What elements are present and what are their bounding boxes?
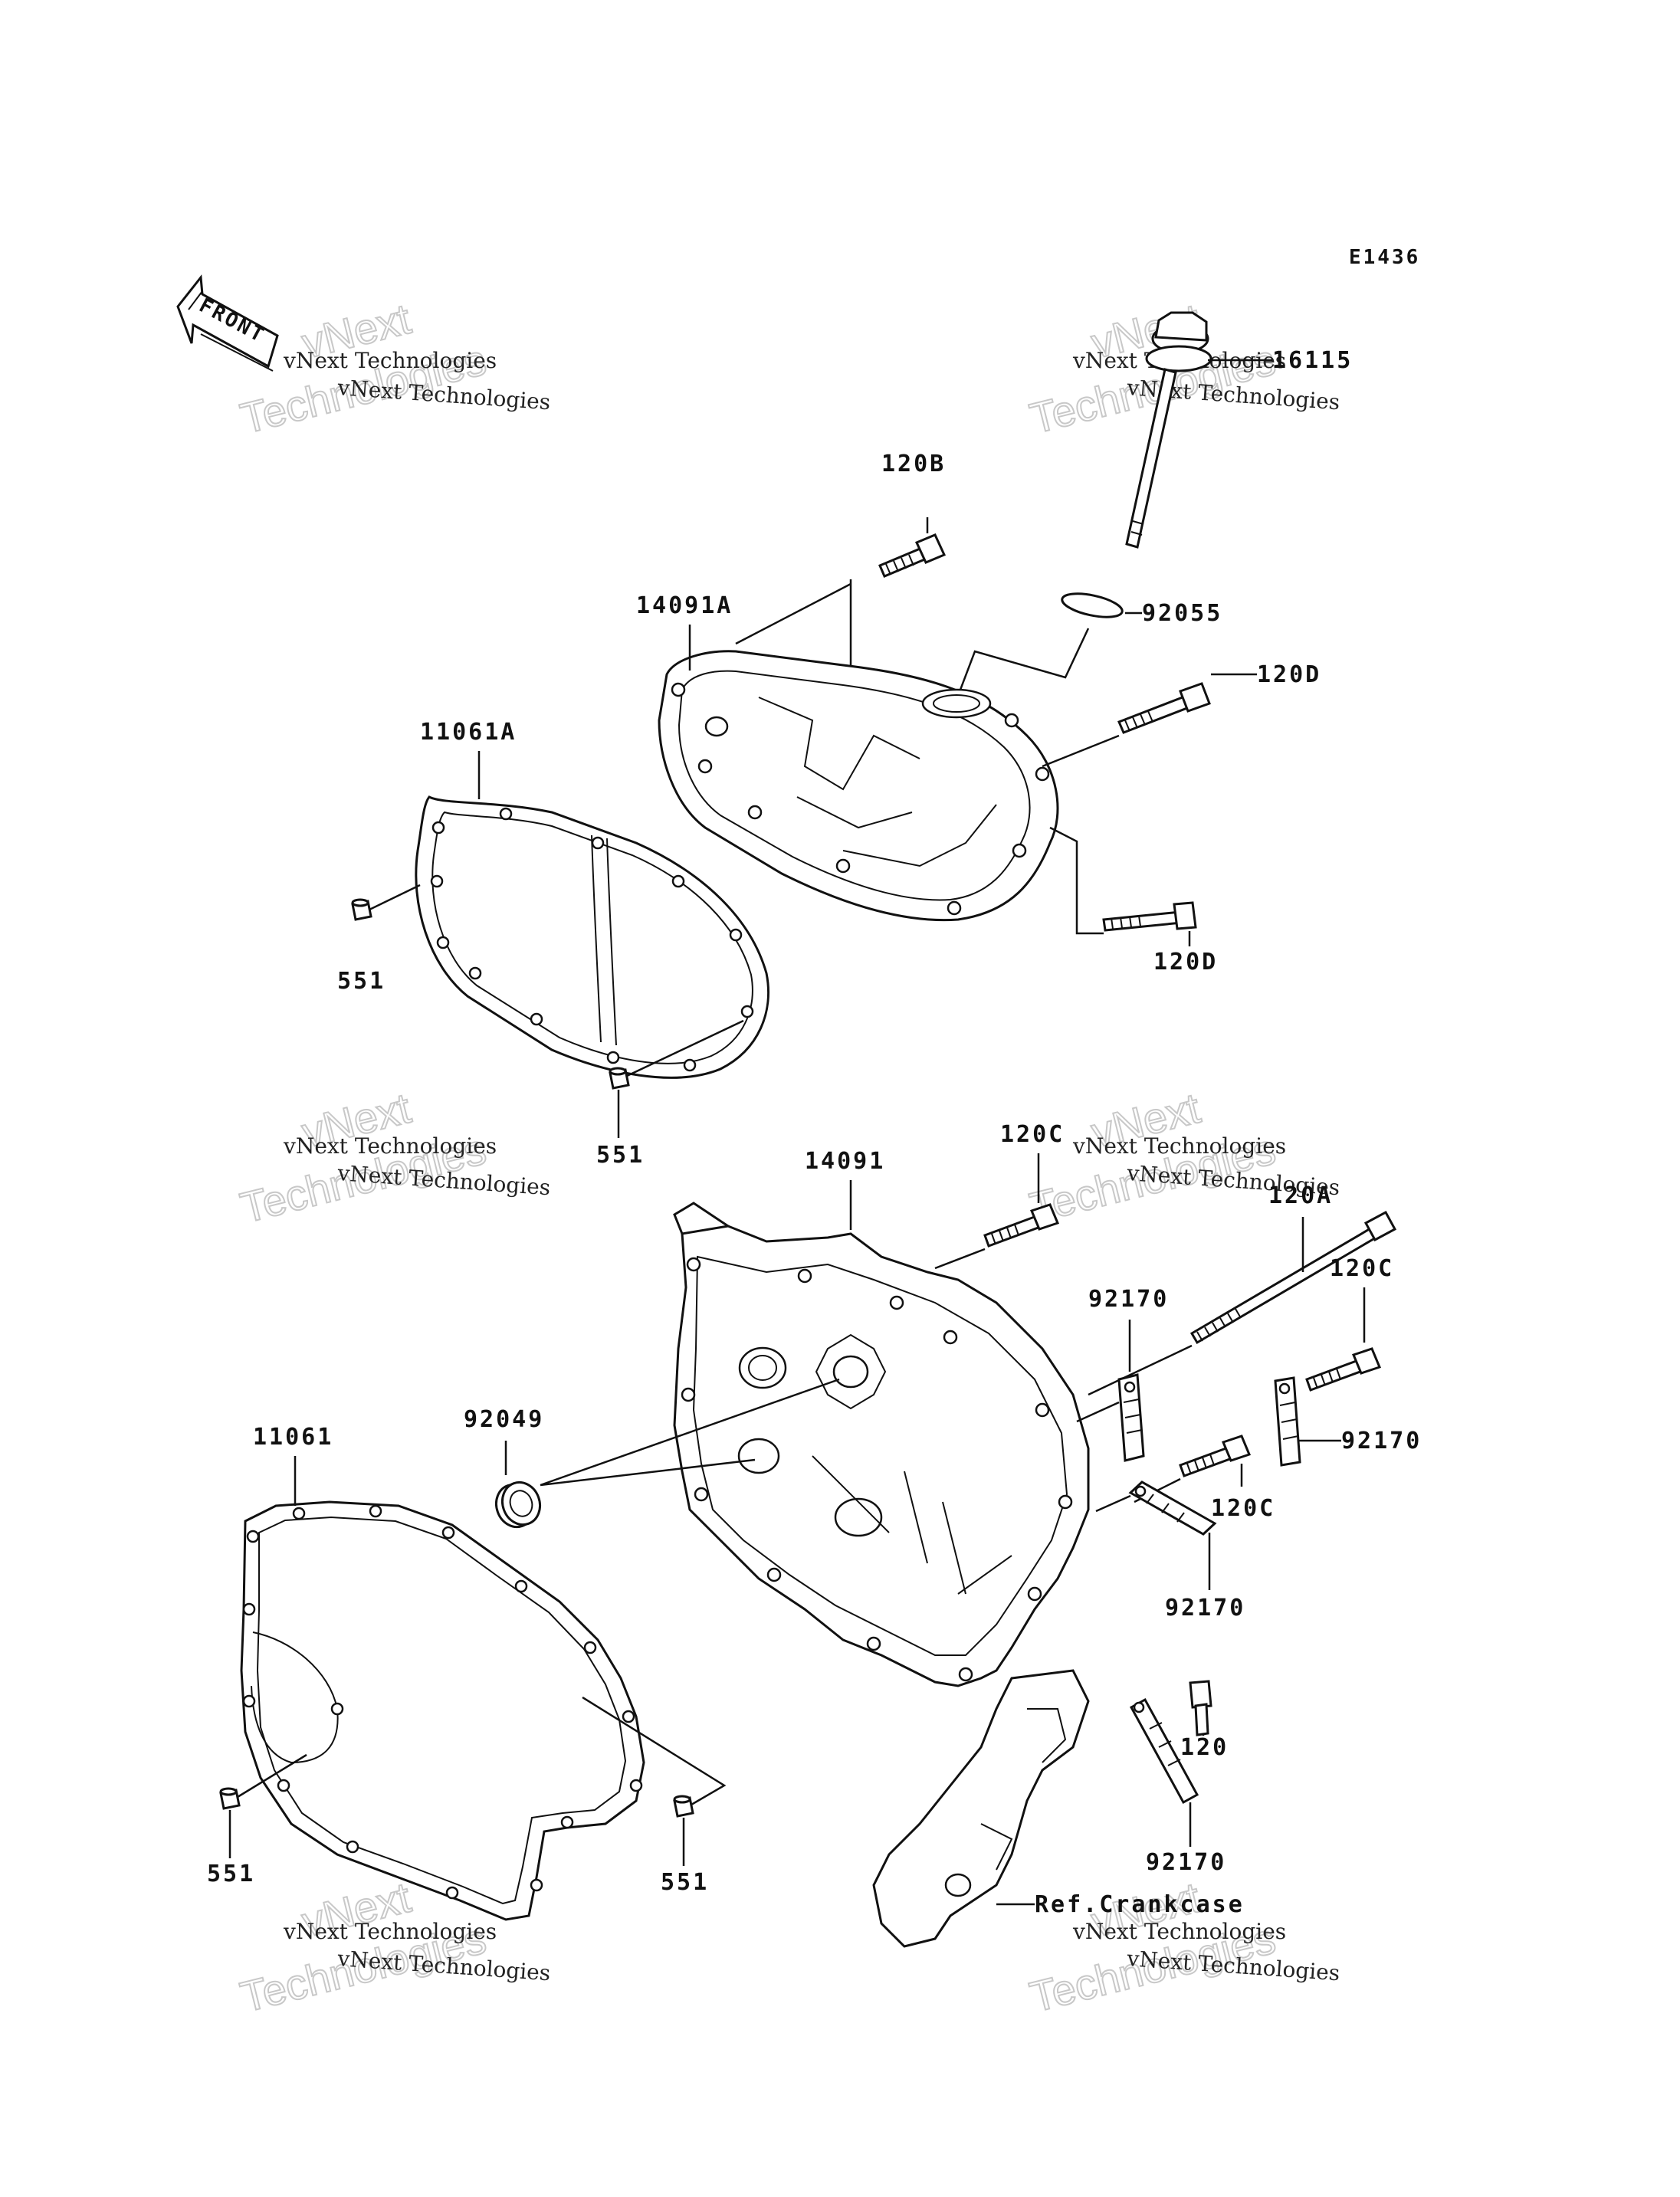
clutch-cover-outer-part	[658, 650, 1059, 922]
gasket-11061a-part	[415, 795, 769, 1079]
leader-120d-bottom-to-cover	[1049, 826, 1104, 935]
dowel-pin-part	[609, 1067, 630, 1090]
diagram-code: E1436	[1349, 246, 1420, 269]
clamp-part	[1274, 1376, 1301, 1467]
leader-92055-to-cover	[956, 628, 1090, 697]
label-120: 120	[1180, 1734, 1229, 1761]
label-120d-bottom: 120D	[1153, 949, 1218, 976]
label-120c-mid: 120C	[1211, 1495, 1275, 1522]
label-92170-b: 92170	[1341, 1428, 1422, 1454]
label-120a: 120A	[1268, 1182, 1333, 1209]
leader-551-a-to-gasket	[369, 884, 421, 911]
oil-seal-part	[494, 1481, 542, 1529]
watermark-line1: vNext Technologies	[283, 1133, 497, 1159]
clamp-part	[1117, 1373, 1145, 1462]
leader-551-c-to-gasket	[237, 1753, 307, 1799]
label-120d-top: 120D	[1257, 661, 1321, 688]
watermark-line1: vNext Technologies	[1072, 1133, 1286, 1159]
label-120b: 120B	[881, 451, 946, 477]
label-551-c: 551	[207, 1861, 255, 1887]
dipstick-part	[1125, 311, 1212, 549]
label-551-a: 551	[337, 968, 386, 995]
bolt-120c-top-part	[983, 1203, 1060, 1248]
leader-92170-c-to-cover	[1095, 1494, 1131, 1513]
bolt-120-part	[1189, 1680, 1212, 1736]
watermark-line1: vNext Technologies	[283, 348, 497, 373]
watermark-mid-right: Technologies vNext vNext Technologies vN…	[1025, 1083, 1341, 1233]
watermark-top-left: Technologies vNext vNext Technologies vN…	[235, 293, 552, 444]
bolt-120d-bottom-part	[1102, 901, 1197, 932]
dowel-pin-part	[351, 898, 372, 921]
label-92170-a: 92170	[1088, 1286, 1169, 1313]
label-92170-d: 92170	[1146, 1849, 1226, 1876]
leader-120a-to-cover	[1088, 1344, 1193, 1396]
leader-92170-a-to-cover	[1076, 1401, 1120, 1423]
watermark-mid-left: Technologies vNext vNext Technologies vN…	[235, 1083, 552, 1233]
leader-551-d-to-gasket	[582, 1696, 727, 1806]
label-551-d: 551	[661, 1869, 709, 1896]
gasket-11061-part	[240, 1500, 645, 1921]
o-ring-part	[1061, 592, 1124, 618]
label-92055: 92055	[1142, 600, 1222, 627]
bolt-120b-part	[878, 533, 947, 578]
label-120c-top: 120C	[1000, 1121, 1065, 1148]
label-14091: 14091	[805, 1148, 885, 1175]
crankcase-reference-part	[872, 1669, 1090, 1948]
watermark-line1: vNext Technologies	[283, 1919, 497, 1944]
label-16115: 16115	[1272, 347, 1353, 374]
label-11061: 11061	[253, 1424, 333, 1451]
leader-92049-to-cover	[540, 1378, 840, 1487]
leader-551-b-to-gasket	[626, 1019, 744, 1077]
watermark-line1: vNext Technologies	[1072, 1919, 1286, 1944]
dowel-pin-part	[673, 1795, 694, 1818]
leader-120c-top-to-cover	[934, 1248, 986, 1270]
bolt-120d-top-part	[1117, 682, 1211, 734]
label-92170-c: 92170	[1165, 1595, 1245, 1622]
front-arrow-icon: FRONT	[176, 274, 279, 372]
clamp-part	[1128, 1481, 1217, 1536]
bolt-120a-part	[1189, 1210, 1397, 1345]
leader-120d-top-to-cover	[1042, 734, 1120, 768]
clamp-part	[1129, 1697, 1199, 1805]
label-120c-right: 120C	[1330, 1255, 1394, 1282]
bolt-120c-right-part	[1305, 1347, 1382, 1392]
label-92049: 92049	[464, 1406, 544, 1433]
label-14091a: 14091A	[636, 592, 733, 619]
label-11061a: 11061A	[420, 719, 517, 746]
label-551-b: 551	[596, 1142, 645, 1169]
dowel-pin-part	[219, 1787, 241, 1810]
bolt-120c-mid-part	[1179, 1435, 1252, 1477]
engine-cover-part	[673, 1202, 1090, 1687]
label-ref-crankcase: Ref.Crankcase	[1035, 1891, 1245, 1918]
